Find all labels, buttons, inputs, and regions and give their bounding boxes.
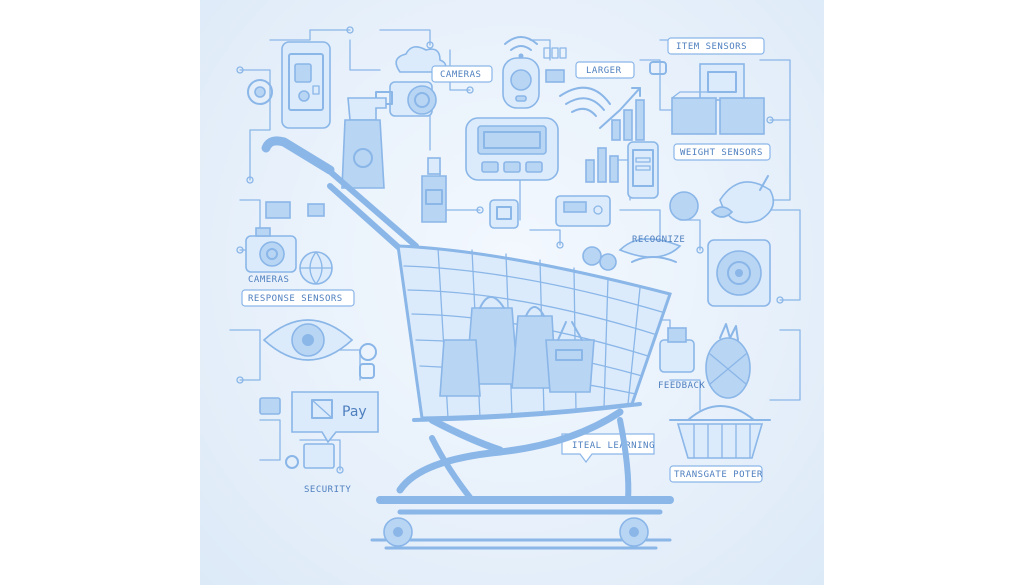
cameras-top-label: CAMERAS: [431, 65, 493, 83]
response-sensors-label: RESPONSE SENSORS: [241, 289, 355, 307]
svg-text:RECOGNIZE: RECOGNIZE: [632, 235, 685, 245]
shopping-cart-icon: [261, 136, 674, 550]
eye-icon: [262, 319, 354, 361]
shopping-bag-icon: [439, 296, 595, 397]
illustration-panel: Pay ITEM SENSORS CAMERAS LARGER WEIGHT S…: [200, 0, 824, 585]
pineapple-icon: [705, 323, 751, 399]
produce-icon: [582, 238, 682, 271]
larger-label: LARGER: [575, 61, 635, 79]
weight-sensors-label: WEIGHT SENSORS: [673, 143, 771, 161]
recognition-label: SECURITY: [304, 485, 351, 495]
cameras-left-label: CAMERAS: [248, 275, 289, 285]
pay-button-label: Pay: [342, 404, 367, 420]
basket-icon: [669, 405, 771, 459]
sensor-icon: [359, 343, 377, 379]
svg-text:ITEM SENSORS: ITEM SENSORS: [676, 42, 747, 52]
robot-icon: [659, 327, 695, 373]
svg-text:TRANSGATE POTER: TRANSGATE POTER: [674, 470, 763, 480]
camera-left-icon: [245, 227, 297, 273]
pay-button[interactable]: Pay: [291, 391, 379, 444]
signal-waves-icon: [559, 86, 611, 117]
ideal-learning-label: ITEAL LEARNING: [561, 433, 655, 463]
item-sensors-label: ITEM SENSORS: [667, 37, 765, 55]
svg-text:RESPONSE SENSORS: RESPONSE SENSORS: [248, 294, 343, 304]
fruit-icon: [669, 175, 775, 224]
svg-text:WEIGHT SENSORS: WEIGHT SENSORS: [680, 148, 763, 158]
svg-text:CAMERAS: CAMERAS: [248, 275, 289, 285]
smartphone-icon: [281, 41, 331, 129]
smart-cart-illustration: Pay ITEM SENSORS CAMERAS LARGER WEIGHT S…: [229, 26, 801, 550]
svg-text:CAMERAS: CAMERAS: [440, 70, 481, 80]
fitness-tracker-icon: [502, 57, 540, 109]
recognize-label: RECOGNIZE: [632, 235, 685, 245]
globe-icon: [299, 251, 333, 285]
camera-icon: [375, 81, 437, 117]
svg-text:FEEDBACK: FEEDBACK: [658, 381, 705, 391]
small-device-icon: [265, 201, 325, 219]
phone-icon: [627, 141, 659, 199]
monitor-icon: [465, 117, 559, 181]
scanner-icon: [489, 199, 519, 229]
cloud-icon: [395, 46, 447, 73]
card-icon: [649, 61, 667, 75]
spray-bottle-icon: [341, 97, 387, 189]
svg-text:ITEAL LEARNING: ITEAL LEARNING: [572, 441, 655, 451]
feedback-label: FEEDBACK: [658, 381, 705, 391]
wheel-icon: [383, 517, 649, 547]
payment-icon: [259, 397, 335, 469]
svg-text:LARGER: LARGER: [586, 66, 622, 76]
svg-text:SECURITY: SECURITY: [304, 485, 351, 495]
speaker-box-icon: [707, 239, 771, 307]
gear-icon: [247, 79, 273, 105]
wifi-icon: [504, 36, 538, 59]
tracking-power-label: TRANSGATE POTER: [669, 465, 763, 483]
bottle-icon: [421, 157, 447, 223]
box-icon: [671, 63, 765, 135]
bar-chart-icon: [585, 87, 645, 183]
tablet-icon: [555, 195, 611, 227]
speaker-icon: [543, 47, 567, 83]
